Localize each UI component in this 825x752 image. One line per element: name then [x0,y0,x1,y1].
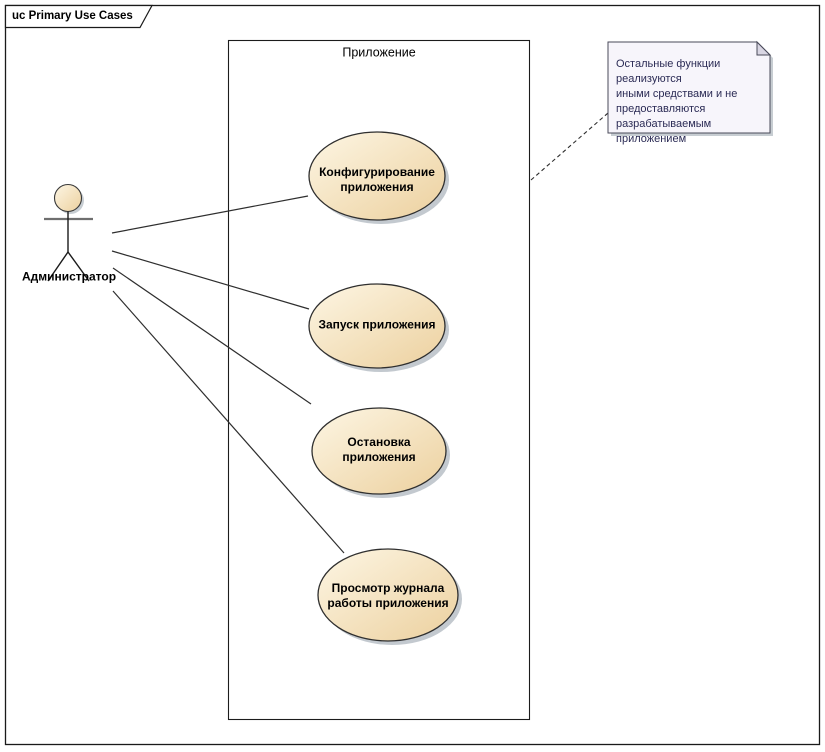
note-text-line: Остальные функции реализуются [616,58,721,85]
usecase-configure-app[interactable] [308,131,449,224]
usecase-label-line: приложения [340,180,414,194]
usecase-view-log[interactable] [317,548,462,645]
association-start-app[interactable] [111,250,310,310]
usecase-label-stop-app: Остановка приложения [342,435,415,465]
actor-label: Администратор [21,269,117,284]
usecase-label-start-app: Запуск приложения [318,318,435,333]
actor-administrator[interactable] [44,183,93,282]
note-text-line: иными средствами и не [616,88,738,100]
note-text-line: предоставляются [616,103,706,115]
association-stop-app[interactable] [112,267,312,405]
usecase-stop-app[interactable] [311,407,450,498]
usecase-start-app-ellipse [308,283,446,369]
usecase-start-app[interactable] [308,283,449,372]
note-text-line: разрабатываемым приложением [616,118,712,145]
note-body [607,41,771,134]
usecase-label-line: Остановка [347,435,411,449]
actor-head [53,183,83,213]
usecase-label-line: Запуск приложения [318,317,436,332]
actor-leg-left [47,251,69,282]
usecase-label-line: приложения [342,450,416,464]
frame-border [4,4,821,746]
usecase-view-log-ellipse [317,548,459,642]
usecase-label-view-log: Просмотр журнала работы приложения [327,581,448,611]
frame-title-tab [4,4,154,29]
usecase-label-line: работы приложения [327,596,449,610]
frame-title: uc Primary Use Cases [12,10,133,22]
usecase-label-line: Просмотр журнала [331,581,445,595]
note-anchor-line[interactable] [530,112,609,181]
note-text: Остальные функции реализуются иными сред… [616,57,772,147]
association-configure-app[interactable] [111,195,309,234]
note-comment[interactable] [607,40,773,136]
usecase-configure-app-ellipse [308,131,446,221]
system-boundary-label: Приложение [342,45,416,60]
actor-leg-right [67,251,90,282]
usecase-label-line: Конфигурирование [319,165,435,179]
association-view-log[interactable] [112,290,345,554]
usecase-stop-app-ellipse [311,407,447,495]
usecase-label-configure-app: Конфигурирование приложения [319,165,435,195]
note-fold-corner-icon [756,40,772,56]
